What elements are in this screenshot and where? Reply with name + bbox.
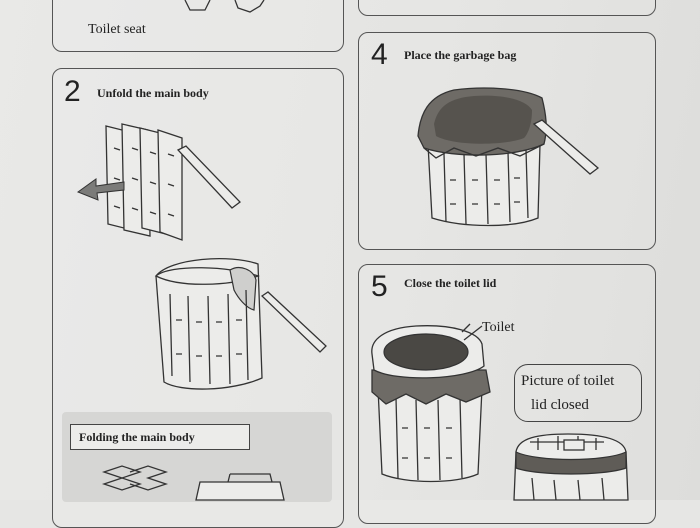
folding-illustration xyxy=(101,465,285,501)
step-number: 4 xyxy=(371,38,388,71)
unfolded-body-illustration xyxy=(154,257,327,390)
panel-step3 xyxy=(358,0,656,16)
step-title: Close the toilet lid xyxy=(404,276,497,290)
panel-toilet-seat xyxy=(52,0,344,52)
pointer-line xyxy=(463,325,483,341)
step-title: Unfold the main body xyxy=(97,86,209,100)
toilet-seat-on-body-illustration xyxy=(371,323,491,483)
toilet-seat-label: Toilet seat xyxy=(88,22,146,37)
folding-title: Folding the main body xyxy=(70,424,250,450)
callout-bubble: Picture of toilet lid closed xyxy=(514,364,642,422)
closed-lid-illustration xyxy=(513,433,629,501)
step-title: Place the garbage bag xyxy=(404,48,517,62)
step-number: 2 xyxy=(64,75,81,108)
callout-line-2: lid closed xyxy=(531,397,589,413)
garbage-bag-illustration xyxy=(417,87,600,227)
folded-body-illustration xyxy=(105,123,241,241)
toilet-seat-illustration xyxy=(184,0,265,13)
toilet-label: Toilet xyxy=(482,320,515,335)
callout-line-1: Picture of toilet xyxy=(521,373,615,389)
step-number: 5 xyxy=(371,270,388,303)
left-arrow-icon xyxy=(76,178,125,201)
